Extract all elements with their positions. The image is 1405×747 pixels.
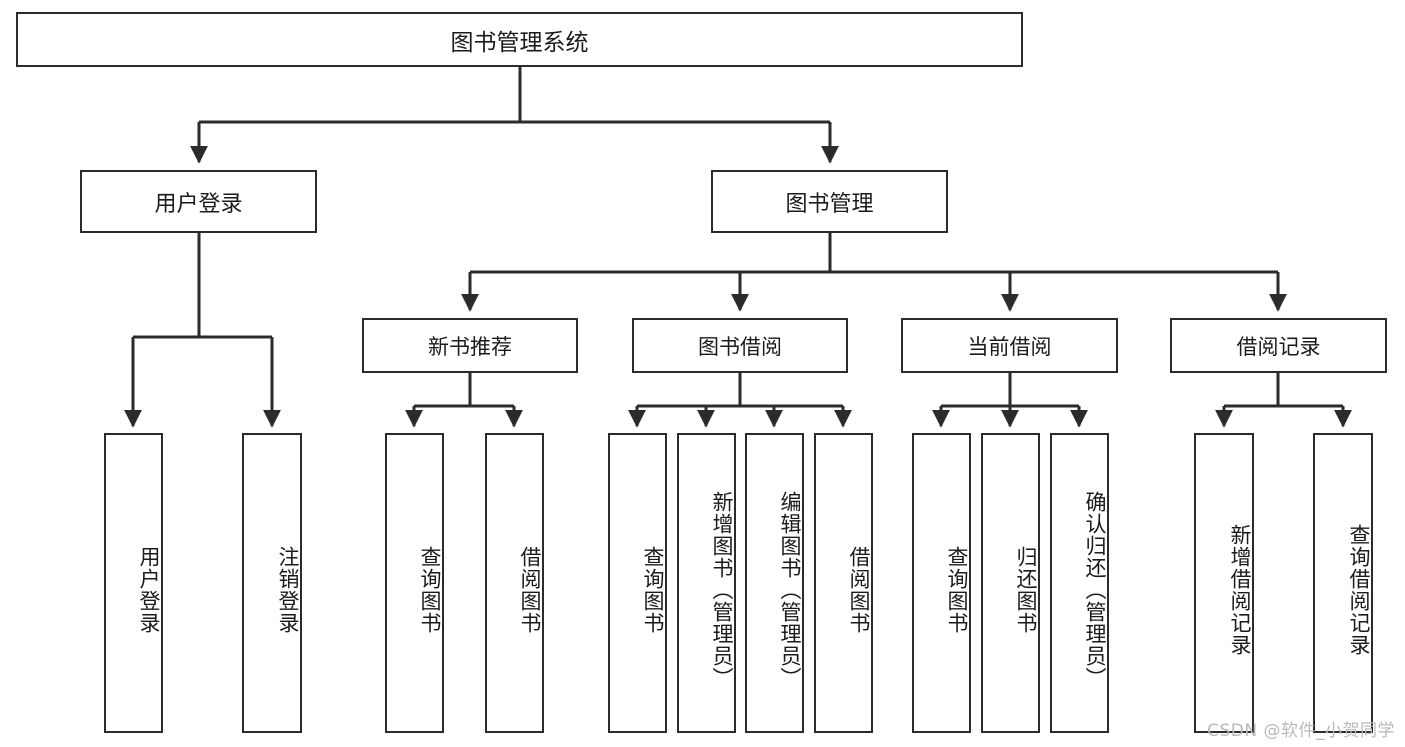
leaf-current-query-label: 查询图书 — [945, 546, 969, 634]
node-book-borrow[interactable]: 图书借阅 — [632, 318, 848, 373]
leaf-current-confirm-return[interactable]: 确认归还（管理员） — [1050, 433, 1109, 733]
leaf-borrow-borrow-book-label: 借阅图书 — [847, 546, 871, 634]
node-current-borrow[interactable]: 当前借阅 — [901, 318, 1118, 373]
leaf-current-query[interactable]: 查询图书 — [912, 433, 971, 733]
leaf-current-confirm-return-label: 确认归还（管理员） — [1083, 491, 1107, 689]
leaf-user-login-logout[interactable]: 注销登录 — [242, 433, 302, 733]
node-borrow-records[interactable]: 借阅记录 — [1170, 318, 1387, 373]
node-new-book-recommend-label: 新书推荐 — [428, 334, 512, 359]
leaf-borrow-query-label: 查询图书 — [641, 546, 665, 634]
leaf-new-book-query-label: 查询图书 — [418, 546, 442, 634]
leaf-borrow-add-book-label: 新增图书（管理员） — [710, 491, 734, 689]
node-root[interactable]: 图书管理系统 — [16, 12, 1023, 67]
leaf-records-query[interactable]: 查询借阅记录 — [1313, 433, 1373, 733]
leaf-user-login-login-label: 用户登录 — [137, 546, 161, 634]
leaf-new-book-borrow-label: 借阅图书 — [518, 546, 542, 634]
leaf-current-return-label: 归还图书 — [1014, 546, 1038, 634]
leaf-borrow-edit-book-label: 编辑图书（管理员） — [778, 491, 802, 689]
leaf-borrow-query[interactable]: 查询图书 — [608, 433, 667, 733]
leaf-user-login-login[interactable]: 用户登录 — [104, 433, 163, 733]
node-new-book-recommend[interactable]: 新书推荐 — [362, 318, 578, 373]
node-user-login-label: 用户登录 — [154, 191, 243, 217]
node-user-login[interactable]: 用户登录 — [80, 170, 317, 233]
node-borrow-records-label: 借阅记录 — [1236, 334, 1321, 359]
leaf-user-login-logout-label: 注销登录 — [276, 546, 300, 634]
leaf-new-book-borrow[interactable]: 借阅图书 — [485, 433, 544, 733]
leaf-borrow-borrow-book[interactable]: 借阅图书 — [814, 433, 873, 733]
leaf-current-return[interactable]: 归还图书 — [981, 433, 1040, 733]
node-book-borrow-label: 图书借阅 — [698, 334, 782, 359]
node-current-borrow-label: 当前借阅 — [967, 334, 1052, 359]
leaf-records-add-label: 新增借阅记录 — [1228, 524, 1252, 656]
node-root-label: 图书管理系统 — [450, 29, 589, 56]
leaf-new-book-query[interactable]: 查询图书 — [385, 433, 444, 733]
node-book-management-label: 图书管理 — [785, 191, 874, 217]
leaf-records-query-label: 查询借阅记录 — [1347, 524, 1371, 656]
node-book-management[interactable]: 图书管理 — [711, 170, 948, 233]
leaf-borrow-add-book[interactable]: 新增图书（管理员） — [677, 433, 736, 733]
leaf-records-add[interactable]: 新增借阅记录 — [1194, 433, 1254, 733]
leaf-borrow-edit-book[interactable]: 编辑图书（管理员） — [745, 433, 804, 733]
